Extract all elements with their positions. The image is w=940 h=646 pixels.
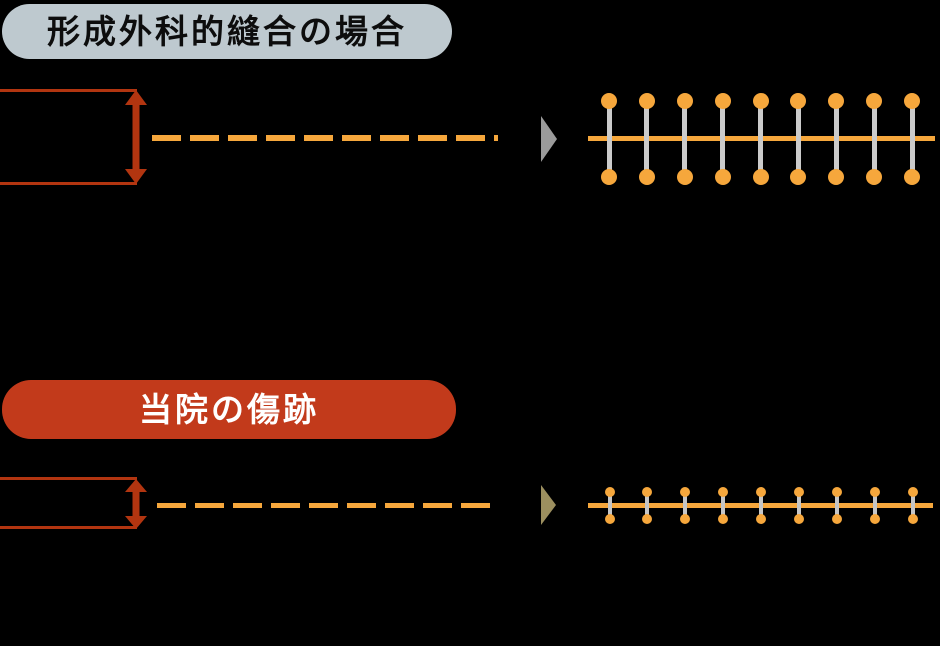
stitch-thread bbox=[682, 101, 688, 177]
incision-dashed-line bbox=[152, 135, 498, 141]
stitch-knot-dot-bottom bbox=[869, 514, 880, 524]
measure-top-line bbox=[0, 477, 137, 480]
stitch-thread bbox=[833, 101, 839, 177]
measure-bottom-line bbox=[0, 182, 137, 185]
stitch-thread bbox=[644, 101, 650, 177]
stitch-knot-dot-bottom bbox=[793, 514, 804, 524]
stitch-knot-dot-bottom bbox=[756, 514, 766, 524]
stitch-knot-dot-top bbox=[828, 93, 845, 109]
stitch-thread bbox=[606, 101, 612, 177]
stitch-knot-dot-top bbox=[680, 487, 691, 497]
stitch-knot-dot-top bbox=[638, 93, 655, 109]
stitch-knot-dot-bottom bbox=[904, 169, 920, 185]
transition-arrow-icon bbox=[541, 485, 556, 525]
stitch-knot-dot-bottom bbox=[828, 169, 845, 185]
stitch-knot-dot-top bbox=[793, 487, 804, 497]
stitch-knot-dot-top bbox=[831, 487, 842, 497]
stitch-thread bbox=[909, 101, 915, 177]
stitch-thread bbox=[759, 492, 763, 519]
stitch-knot-dot-bottom bbox=[790, 169, 807, 185]
stitch-knot-dot-top bbox=[866, 93, 883, 109]
stitch-knot-dot-bottom bbox=[680, 514, 691, 524]
stitch-knot-dot-bottom bbox=[718, 514, 729, 524]
measure-top-line bbox=[0, 89, 137, 92]
stitch-knot-dot-top bbox=[752, 93, 769, 109]
measure-bottom-line bbox=[0, 526, 137, 529]
stitch-thread bbox=[758, 101, 763, 177]
stitch-thread bbox=[683, 492, 688, 519]
stitch-knot-dot-top bbox=[907, 487, 918, 497]
stitch-knot-dot-top bbox=[604, 487, 615, 497]
stitch-thread bbox=[607, 492, 612, 519]
stitch-thread bbox=[645, 492, 650, 519]
stitch-knot-dot-bottom bbox=[604, 514, 615, 524]
stitch-knot-dot-bottom bbox=[642, 514, 653, 524]
stitch-thread bbox=[872, 492, 877, 519]
stitch-knot-dot-top bbox=[904, 93, 920, 109]
stitch-knot-dot-top bbox=[676, 93, 693, 109]
width-double-arrow-icon bbox=[125, 90, 147, 184]
stitch-thread bbox=[795, 101, 801, 177]
stitch-knot-dot-bottom bbox=[714, 169, 731, 185]
stitch-knot-dot-top bbox=[714, 93, 731, 109]
stitch-knot-dot-top bbox=[642, 487, 653, 497]
suture-thread-line bbox=[588, 503, 933, 508]
stitch-knot-dot-top bbox=[869, 487, 880, 497]
width-double-arrow-icon bbox=[125, 479, 147, 529]
stitch-thread bbox=[871, 101, 877, 177]
gray-title-badge: 形成外科的縫合の場合 bbox=[2, 4, 452, 59]
stitch-knot-dot-top bbox=[790, 93, 807, 109]
stitch-knot-dot-bottom bbox=[676, 169, 693, 185]
stitch-thread bbox=[910, 492, 915, 519]
transition-arrow-icon bbox=[541, 116, 557, 162]
stitch-thread bbox=[796, 492, 801, 519]
stitch-thread bbox=[721, 492, 726, 519]
stitch-knot-dot-bottom bbox=[831, 514, 842, 524]
stitch-knot-dot-bottom bbox=[752, 169, 769, 185]
section-title: 当院の傷跡 bbox=[139, 391, 319, 428]
incision-dashed-line bbox=[157, 503, 498, 508]
stitch-knot-dot-top bbox=[601, 93, 617, 109]
section-title: 形成外科的縫合の場合 bbox=[47, 13, 407, 50]
stitch-knot-dot-top bbox=[756, 487, 766, 497]
suture-thread-line bbox=[588, 136, 935, 141]
red-title-badge: 当院の傷跡 bbox=[2, 380, 456, 439]
stitch-knot-dot-bottom bbox=[866, 169, 883, 185]
stitch-thread bbox=[834, 492, 839, 519]
stitch-knot-dot-bottom bbox=[907, 514, 918, 524]
stitch-knot-dot-bottom bbox=[601, 169, 617, 185]
stitch-knot-dot-top bbox=[718, 487, 729, 497]
stitch-thread bbox=[720, 101, 726, 177]
stitch-knot-dot-bottom bbox=[638, 169, 655, 185]
